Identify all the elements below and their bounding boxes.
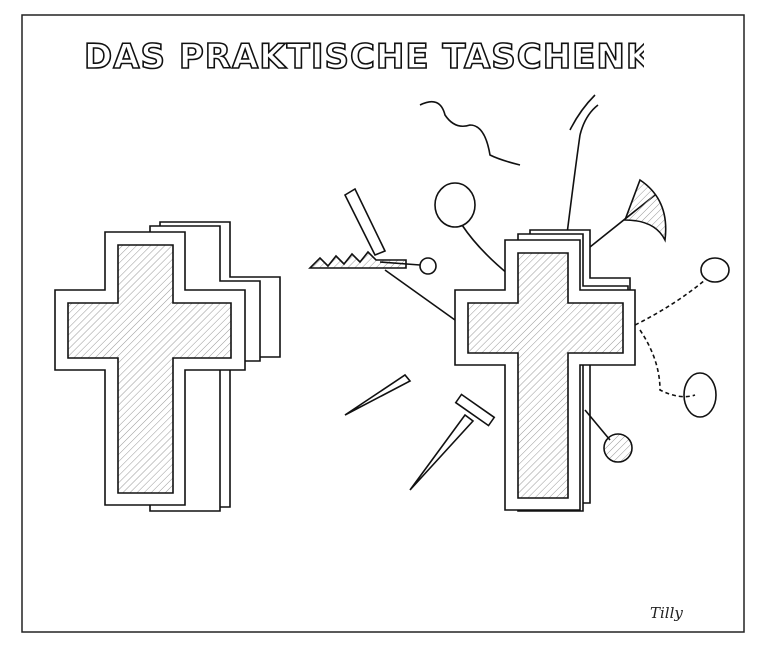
plain-cross xyxy=(54,221,281,512)
artist-signature: Tilly xyxy=(650,604,683,622)
cartoon-title: DAS PRAKTISCHE TASCHENKREUZ: xyxy=(83,30,768,80)
title-text: DAS PRAKTISCHE TASCHENKREUZ: xyxy=(84,37,644,77)
tool-cross xyxy=(308,94,730,512)
panel-frame xyxy=(21,14,745,633)
